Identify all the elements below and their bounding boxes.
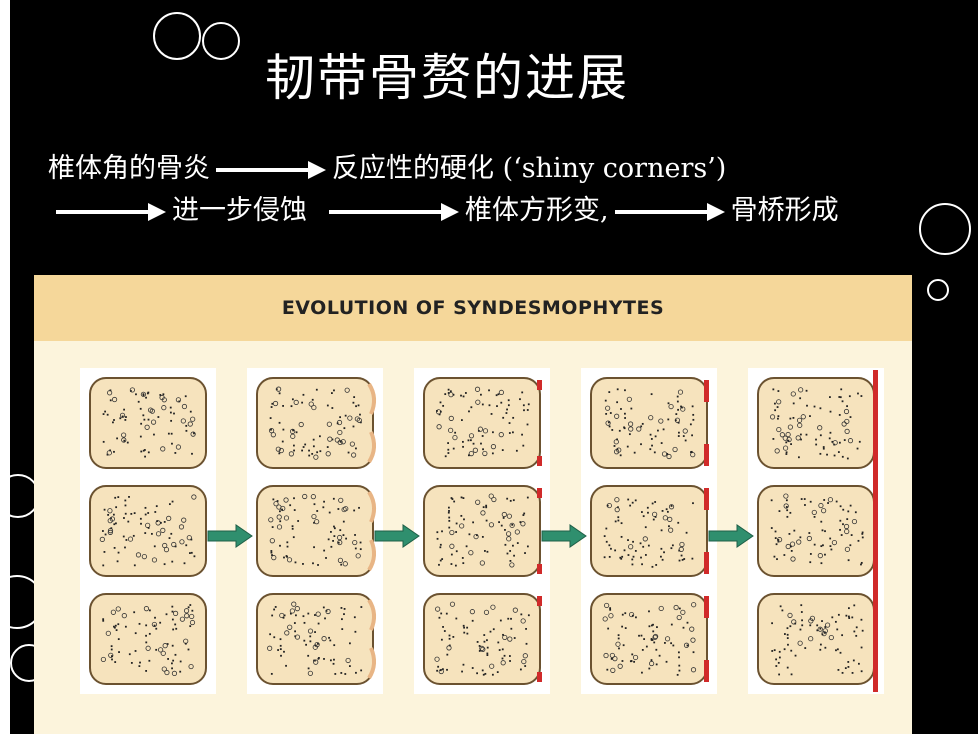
vertebral-body xyxy=(590,485,708,577)
vertebral-body xyxy=(423,593,541,685)
sclerotic-corner xyxy=(704,488,709,510)
vertebral-body xyxy=(590,377,708,469)
stage-arrow xyxy=(708,524,754,548)
bubble-decoration xyxy=(919,203,971,255)
bony-bridge xyxy=(873,370,878,692)
sclerotic-corner xyxy=(704,596,709,618)
sclerotic-corner xyxy=(537,672,542,682)
vertebral-body xyxy=(89,485,207,577)
stage-arrow xyxy=(374,524,420,548)
corner-osteitis xyxy=(367,647,376,680)
stage-osteitis: 椎体角的骨炎 xyxy=(48,153,210,184)
right-arrow-icon xyxy=(216,160,326,179)
sclerotic-corner xyxy=(537,456,542,466)
vertebral-body xyxy=(590,593,708,685)
corner-osteitis xyxy=(367,382,376,415)
sclerotic-corner xyxy=(537,488,542,498)
sclerotic-corner xyxy=(704,380,709,402)
bubble-decoration xyxy=(927,279,949,301)
vertebral-body xyxy=(256,485,374,577)
corner-osteitis xyxy=(367,490,376,523)
right-arrow-icon xyxy=(614,202,725,221)
evolution-figure: EVOLUTION OF SYNDESMOPHYTES xyxy=(34,275,912,734)
sclerotic-corner xyxy=(537,380,542,390)
right-arrow-icon xyxy=(329,202,459,221)
stage-sclerosis: 反应性的硬化 (‘shiny corners’) xyxy=(332,153,727,184)
stage-arrow xyxy=(541,524,587,548)
corner-osteitis xyxy=(367,431,376,464)
sclerotic-corner xyxy=(704,552,709,574)
figure-title: EVOLUTION OF SYNDESMOPHYTES xyxy=(281,297,665,319)
sclerotic-corner xyxy=(704,660,709,682)
syndesmophyte-stages-illustration xyxy=(80,368,884,694)
sclerotic-corner xyxy=(537,596,542,606)
vertebral-body xyxy=(256,593,374,685)
vertebral-body xyxy=(423,377,541,469)
figure-header: EVOLUTION OF SYNDESMOPHYTES xyxy=(34,275,912,341)
stage-arrow xyxy=(207,524,253,548)
stage-bridging: 骨桥形成 xyxy=(730,195,839,226)
progression-line-1: 椎体角的骨炎 反应性的硬化 (‘shiny corners’) xyxy=(48,146,726,185)
vertebral-body xyxy=(757,377,875,469)
vertebral-body xyxy=(757,593,875,685)
corner-osteitis xyxy=(367,539,376,572)
sclerotic-corner xyxy=(537,564,542,574)
sclerotic-corner xyxy=(704,444,709,466)
bubble-decoration xyxy=(153,12,201,60)
slide-title: 韧带骨赘的进展 xyxy=(265,49,629,107)
corner-osteitis xyxy=(367,598,376,631)
stage-squaring: 椎体方形变, xyxy=(465,195,609,226)
bubble-decoration xyxy=(202,22,240,60)
vertebral-body xyxy=(256,377,374,469)
slide: 韧带骨赘的进展 椎体角的骨炎 反应性的硬化 (‘shiny corners’) 进… xyxy=(10,0,978,734)
progression-line-2: 进一步侵蚀 椎体方形变, 骨桥形成 xyxy=(50,188,839,227)
vertebral-body xyxy=(423,485,541,577)
vertebral-body xyxy=(89,593,207,685)
stage-erosion: 进一步侵蚀 xyxy=(172,195,307,226)
right-arrow-icon xyxy=(56,202,166,221)
